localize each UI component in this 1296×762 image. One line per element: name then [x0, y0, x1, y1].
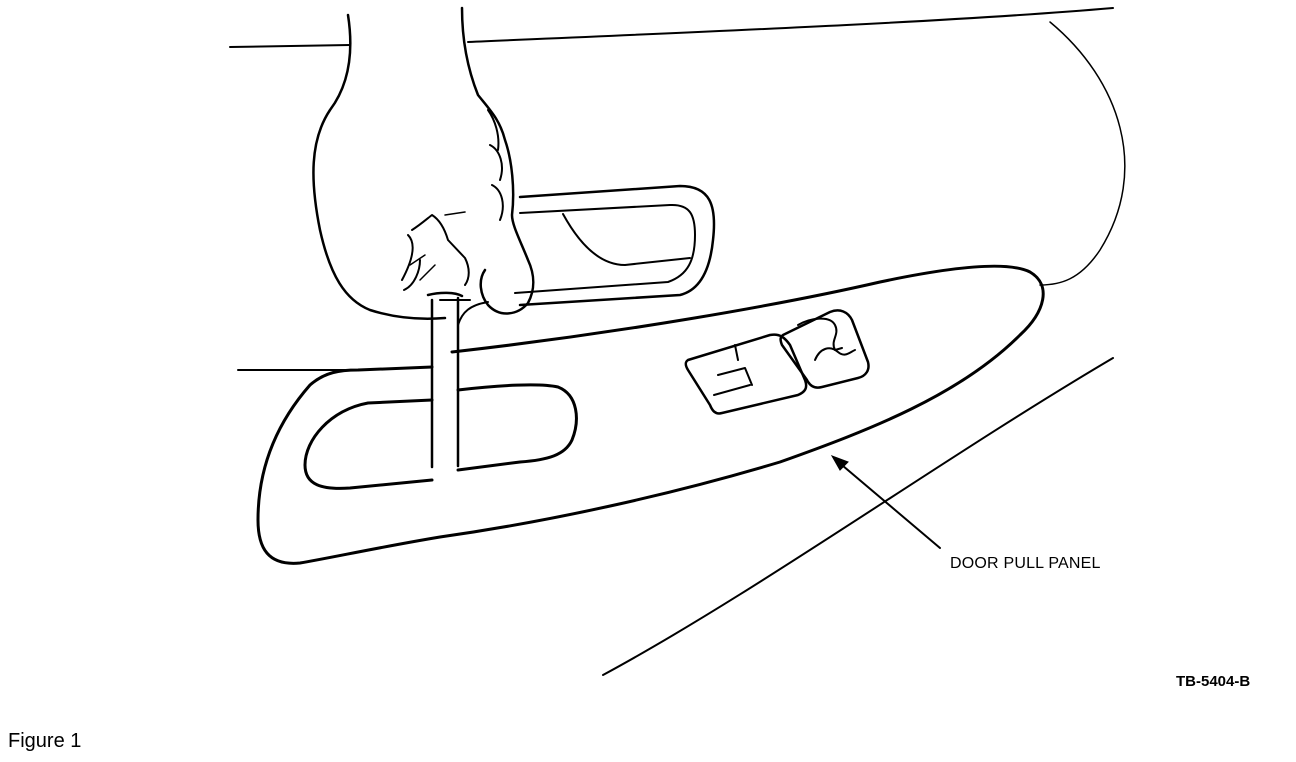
hand-icon	[312, 6, 535, 326]
figure-caption: Figure 1	[8, 730, 82, 752]
window-switch-left	[684, 333, 808, 415]
door-pull-panel	[256, 264, 1045, 565]
window-switch-assembly	[684, 309, 870, 415]
window-switch-right	[779, 309, 870, 389]
callout-arrow	[830, 455, 941, 549]
door-pull-panel-label: DOOR PULL PANEL	[950, 555, 1101, 572]
part-number-label: TB-5404-B	[1176, 673, 1251, 690]
trim-tool	[426, 291, 464, 469]
door-upper-edge	[229, 7, 1126, 286]
screw-pocket	[303, 383, 578, 490]
inside-door-handle	[514, 184, 716, 307]
door-trim-curve	[602, 357, 1114, 676]
